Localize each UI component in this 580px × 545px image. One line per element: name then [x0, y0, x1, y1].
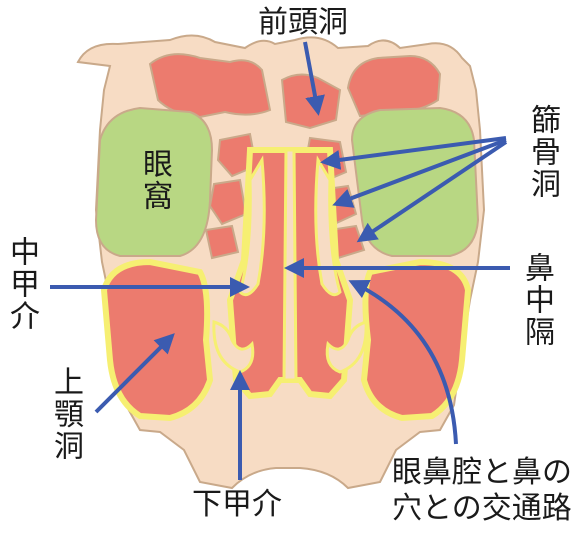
- label-nasal-septum: 鼻中隔: [519, 252, 554, 348]
- maxillary-sinus-right: [360, 258, 472, 422]
- arrow-ethmoid-2: [332, 138, 507, 208]
- label-ostium-line2: 穴との交通路: [392, 491, 572, 526]
- arrow-ethmoid-1: [320, 136, 507, 170]
- arrow-maxillary-sinus: [94, 333, 175, 414]
- ethmoid-cell: [204, 224, 240, 260]
- label-frontal-sinus: 前頭洞: [258, 5, 348, 40]
- arrow-ethmoid-3: [356, 140, 508, 243]
- frontal-sinus-right: [346, 54, 442, 118]
- label-inferior-turbinate: 下甲介: [192, 487, 282, 522]
- orbit-left: [94, 106, 214, 257]
- inferior-turbinate-right: [325, 320, 368, 374]
- inferior-turbinate-left: [212, 320, 255, 374]
- label-maxillary-sinus: 上顎洞: [48, 366, 83, 462]
- label-middle-turbinate: 中甲介: [4, 236, 39, 332]
- frontal-sinus-left: [148, 53, 272, 120]
- ethmoid-cell: [208, 178, 248, 226]
- label-orbit: 眼窩: [137, 148, 172, 212]
- arrow-ostium: [348, 280, 458, 445]
- label-ostium-line1: 眼鼻腔と鼻の: [392, 455, 572, 490]
- nasal-septum: [282, 148, 298, 382]
- middle-turbinate-right: [314, 155, 342, 297]
- label-ethmoid-sinus: 篩骨洞: [525, 104, 560, 200]
- arrow-frontal-sinus: [303, 41, 325, 116]
